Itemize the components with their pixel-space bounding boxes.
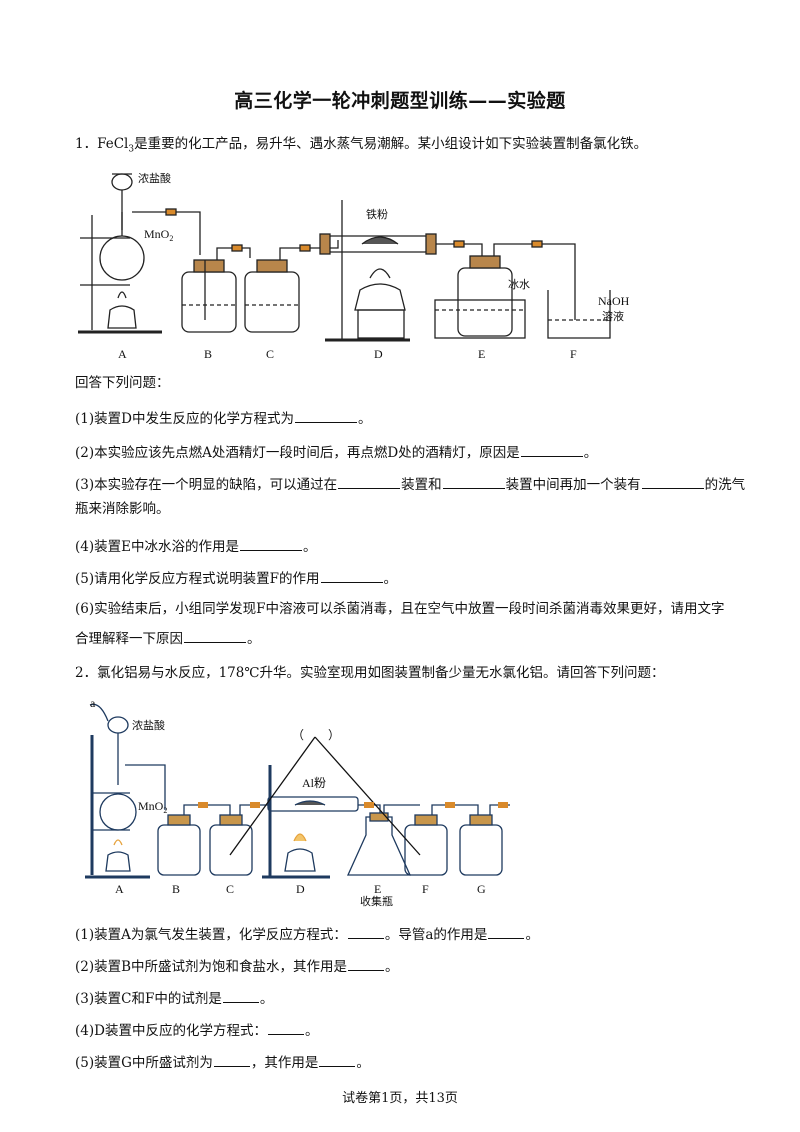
q1-stem: 1．FeCl3是重要的化工产品，易升华、遇水蒸气易潮解。某小组设计如下实验装置制… <box>75 136 648 155</box>
fig2-al-label: Al粉 <box>302 776 326 790</box>
answer-blank[interactable] <box>239 536 302 551</box>
answer-blank[interactable] <box>222 988 259 1003</box>
fig1-label-d: D <box>374 347 383 361</box>
fig1-mno2-label: MnO2 <box>144 227 173 243</box>
fig1-label-f: F <box>570 347 577 361</box>
fig2-label-b: B <box>172 882 180 896</box>
q1-answer-intro: 回答下列问题： <box>75 375 170 391</box>
q1-sub3: (3)本实验存在一个明显的缺陷，可以通过在装置和装置中间再加一个装有的洗气 <box>75 474 755 494</box>
answer-blank[interactable] <box>641 474 704 489</box>
answer-blank[interactable] <box>320 568 383 583</box>
fig1-naoh-label: NaOH <box>598 294 630 308</box>
fig1-ice-label: 冰水 <box>508 278 530 291</box>
fig2-paren-label: （ ） <box>292 728 340 742</box>
answer-blank[interactable] <box>184 628 246 643</box>
fig2-label-d: D <box>296 882 305 896</box>
fig1-sol-label: 溶液 <box>602 309 624 323</box>
answer-blank[interactable] <box>520 442 583 457</box>
answer-blank[interactable] <box>319 1052 356 1067</box>
q1-sub1: (1)装置D中发生反应的化学方程式为。 <box>75 408 755 428</box>
fig2-collect-label: 收集瓶 <box>360 894 393 907</box>
q1-sub2: (2)本实验应该先点燃A处酒精灯一段时间后，再点燃D处的酒精灯，原因是。 <box>75 442 755 462</box>
q1-sub5: (5)请用化学反应方程式说明装置F的作用。 <box>75 568 755 588</box>
answer-blank[interactable] <box>348 956 385 971</box>
fig2-a-label: a <box>90 696 96 710</box>
q2-sub5: (5)装置G中所盛试剂为，其作用是。 <box>75 1052 755 1072</box>
q2-stem: 2．氯化铝易与水反应，178℃升华。实验室现用如图装置制备少量无水氯化铝。请回答… <box>75 665 665 681</box>
fig1-hcl-label: 浓盐酸 <box>138 171 171 185</box>
fig2-label-c: C <box>226 882 234 896</box>
page-title: 高三化学一轮冲刺题型训练——实验题 <box>234 90 566 112</box>
fig1-fe-label: 铁粉 <box>366 208 388 221</box>
fig2-hcl-label: 浓盐酸 <box>132 718 165 732</box>
q2-sub3: (3)装置C和F中的试剂是。 <box>75 988 755 1008</box>
fig2-label-e: E <box>374 882 381 896</box>
fig2-mno2-label: MnO2 <box>138 799 167 815</box>
answer-blank[interactable] <box>347 924 384 939</box>
answer-blank[interactable] <box>213 1052 250 1067</box>
q1-sub6: (6)实验结束后，小组同学发现F中溶液可以杀菌消毒，且在空气中放置一段时间杀菌消… <box>75 601 725 617</box>
fig1-label-c: C <box>266 347 274 361</box>
q2-sub4: (4)D装置中反应的化学方程式：。 <box>75 1020 755 1040</box>
fig1-label-b: B <box>204 347 212 361</box>
q1-sub6-cont: 合理解释一下原因。 <box>75 628 755 648</box>
q2-sub1: (1)装置A为氯气发生装置，化学反应方程式：。导管a的作用是。 <box>75 924 755 944</box>
q1-apparatus-figure: 浓盐酸 MnO2 铁粉 冰水 NaOH 溶液 A B C D E F <box>78 171 630 361</box>
answer-blank[interactable] <box>294 408 357 423</box>
q1-sub4: (4)装置E中冰水浴的作用是。 <box>75 536 755 556</box>
answer-blank[interactable] <box>442 474 505 489</box>
answer-blank[interactable] <box>488 924 525 939</box>
fig2-label-f: F <box>422 882 429 896</box>
answer-blank[interactable] <box>338 474 401 489</box>
fig1-label-a: A <box>118 347 127 361</box>
page-footer: 试卷第1页，共13页 <box>342 1091 458 1106</box>
q1-sub3-cont: 瓶来消除影响。 <box>75 501 170 517</box>
fig2-label-a: A <box>115 882 124 896</box>
fig2-label-g: G <box>477 882 486 896</box>
fig1-label-e: E <box>478 347 485 361</box>
answer-blank[interactable] <box>267 1020 304 1035</box>
q2-apparatus-figure: a 浓盐酸 MnO2 （ ） Al粉 A B C D E 收集瓶 F G <box>85 696 510 907</box>
q2-sub2: (2)装置B中所盛试剂为饱和食盐水，其作用是。 <box>75 956 755 976</box>
